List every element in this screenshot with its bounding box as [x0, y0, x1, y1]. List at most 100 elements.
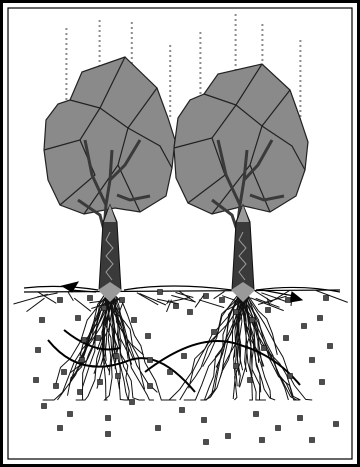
soil-particle: [320, 380, 325, 385]
rain-drop: [299, 55, 301, 57]
soil-particle: [276, 426, 281, 431]
soil-particle: [212, 330, 217, 335]
soil-particle: [334, 422, 339, 427]
rain-drop: [65, 58, 67, 60]
rain-drop: [199, 47, 201, 49]
rain-drop: [235, 24, 237, 26]
rain-drop: [65, 83, 67, 85]
soil-particle: [286, 298, 291, 303]
rain-drop: [65, 33, 67, 35]
surface-root: [137, 293, 158, 305]
soil-particle: [96, 336, 101, 341]
soil-particle: [116, 374, 121, 379]
rain-drop: [169, 60, 171, 62]
rain-drop: [99, 25, 101, 27]
rain-drop: [99, 35, 101, 37]
rain-drop: [169, 50, 171, 52]
soil-particle: [226, 434, 231, 439]
soil-particle: [80, 358, 85, 363]
rain-drop: [99, 30, 101, 32]
soil-particle: [328, 344, 333, 349]
rain-drop: [169, 45, 171, 47]
rain-drop: [65, 68, 67, 70]
rain-drop: [235, 49, 237, 51]
rain-drop: [65, 78, 67, 80]
rain-drop: [235, 14, 237, 16]
soil-particle: [132, 318, 137, 323]
soil-particle: [146, 334, 151, 339]
soil-particle: [284, 336, 289, 341]
rain-drop: [261, 39, 263, 41]
soil-particle: [114, 354, 119, 359]
surface-root: [27, 298, 45, 311]
soil-particle: [156, 426, 161, 431]
soil-particle: [266, 308, 271, 313]
soil-particle: [58, 426, 63, 431]
rain-drop: [261, 54, 263, 56]
rain-drop: [299, 40, 301, 42]
rain-drop: [169, 55, 171, 57]
rain-drop: [299, 75, 301, 77]
surface-root: [139, 294, 166, 306]
rain-drop: [261, 24, 263, 26]
soil-particle: [180, 408, 185, 413]
rain-drop: [235, 44, 237, 46]
soil-particle: [88, 296, 93, 301]
soil-particle: [310, 358, 315, 363]
rain-drop: [299, 80, 301, 82]
surface-root: [68, 292, 74, 301]
soil-particle: [318, 316, 323, 321]
rain-drop: [99, 40, 101, 42]
soil-particle: [62, 370, 67, 375]
rain-drop: [235, 34, 237, 36]
rain-drop: [131, 52, 133, 54]
rain-drop: [199, 82, 201, 84]
rain-drop: [299, 110, 301, 112]
soil-particle: [54, 384, 59, 389]
rain-drop: [199, 32, 201, 34]
soil-particle: [188, 310, 193, 315]
rain-drop: [131, 27, 133, 29]
rain-drop: [235, 64, 237, 66]
rain-drop: [99, 20, 101, 22]
rain-drop: [199, 57, 201, 59]
rain-drop: [299, 105, 301, 107]
rain-drop: [99, 50, 101, 52]
rain-drop: [169, 100, 171, 102]
soil-particle: [234, 310, 239, 315]
rain-drop: [261, 29, 263, 31]
rain-drop: [65, 53, 67, 55]
soil-particle: [148, 384, 153, 389]
soil-particle: [40, 318, 45, 323]
soil-particle: [78, 390, 83, 395]
rain-drop: [131, 32, 133, 34]
rain-drop: [199, 92, 201, 94]
soil-particle: [234, 364, 239, 369]
soil-particle: [288, 374, 293, 379]
rain-drop: [261, 34, 263, 36]
rain-drop: [131, 57, 133, 59]
soil-particle: [204, 440, 209, 445]
rain-drop: [261, 59, 263, 61]
soil-particle: [68, 412, 73, 417]
soil-particle: [262, 346, 267, 351]
rain-drop: [99, 55, 101, 57]
soil-particle: [76, 316, 81, 321]
rain-drop: [299, 95, 301, 97]
rain-drop: [65, 38, 67, 40]
rain-drop: [299, 50, 301, 52]
soil-particle: [324, 296, 329, 301]
rain-drop: [169, 95, 171, 97]
rain-drop: [299, 70, 301, 72]
soil-particle: [298, 416, 303, 421]
soil-particle: [120, 298, 125, 303]
rain-drop: [235, 29, 237, 31]
rain-drop: [169, 115, 171, 117]
soil-particle: [220, 298, 225, 303]
soil-particle: [182, 354, 187, 359]
soil-particle: [158, 290, 163, 295]
rain-drop: [65, 48, 67, 50]
rain-drop: [169, 85, 171, 87]
